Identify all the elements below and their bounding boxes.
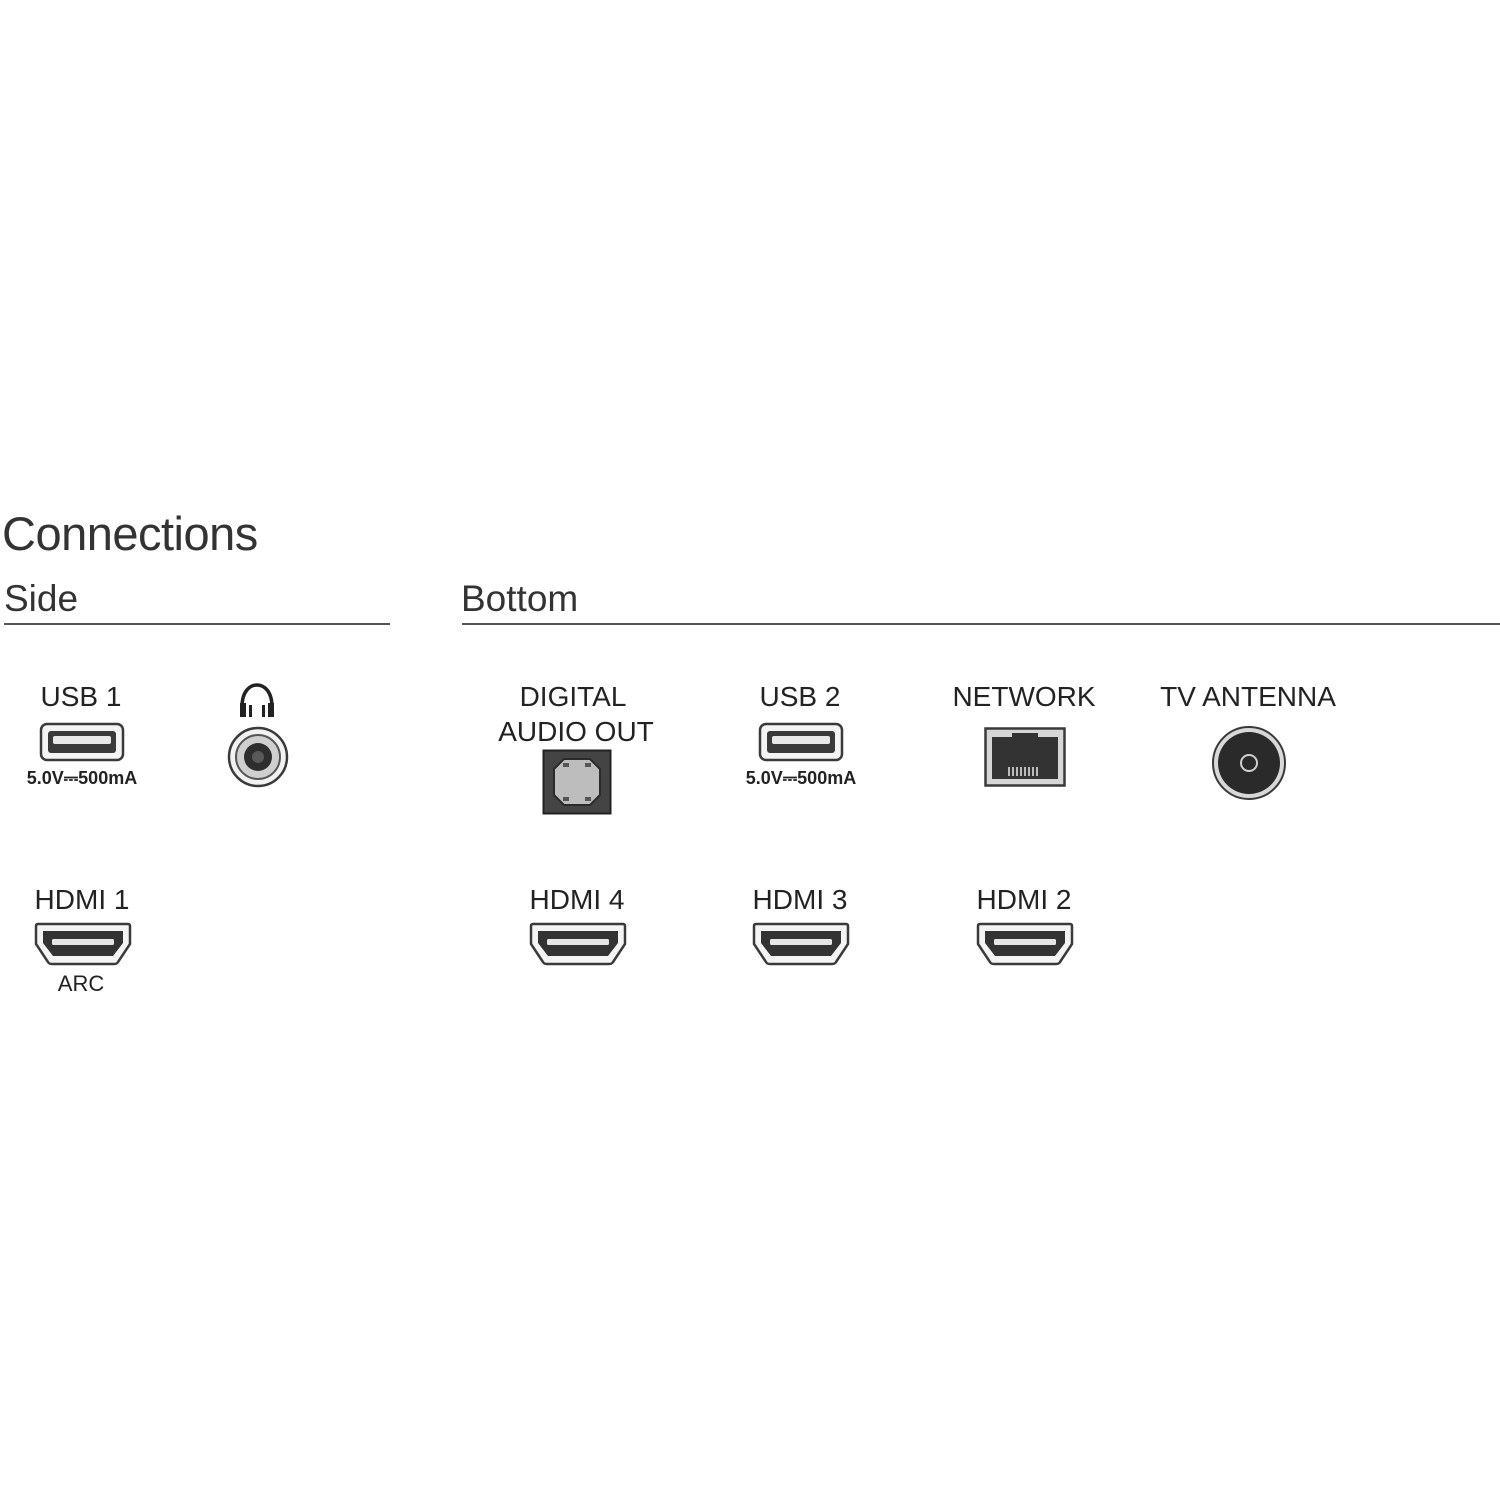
digital-audio-out-label-line2: AUDIO OUT	[498, 716, 654, 747]
hdmi4-label: HDMI 4	[529, 884, 625, 915]
hdmi1-arc-note: ARC	[57, 971, 105, 996]
tv-antenna-label: TV ANTENNA	[1160, 681, 1336, 712]
usb-port-icon	[39, 722, 125, 762]
hdmi-port-icon	[752, 922, 850, 966]
page-title: Connections	[2, 507, 258, 560]
usb1-power-spec: 5.0V⎓500mA	[26, 768, 138, 788]
hdmi-port-icon	[34, 922, 132, 966]
bottom-divider	[462, 623, 1500, 625]
hdmi-port-icon	[976, 922, 1074, 966]
section-side-heading: Side	[4, 578, 79, 619]
coax-port-icon	[1212, 726, 1286, 800]
hdmi2-label: HDMI 2	[976, 884, 1072, 915]
digital-audio-out-label-line1: DIGITAL	[519, 681, 627, 712]
ethernet-port-icon	[984, 727, 1066, 787]
usb1-label: USB 1	[40, 681, 122, 712]
headphone-icon	[240, 683, 274, 717]
side-divider	[4, 623, 390, 625]
section-bottom-heading: Bottom	[461, 578, 579, 619]
hdmi1-label: HDMI 1	[34, 884, 130, 915]
hdmi-port-icon	[529, 922, 627, 966]
headphone-jack-icon	[227, 726, 289, 788]
usb-port-icon	[758, 722, 844, 762]
usb2-power-spec: 5.0V⎓500mA	[745, 768, 857, 788]
optical-port-icon	[542, 749, 612, 815]
hdmi3-label: HDMI 3	[752, 884, 848, 915]
network-label: NETWORK	[952, 681, 1096, 712]
usb2-label: USB 2	[759, 681, 841, 712]
